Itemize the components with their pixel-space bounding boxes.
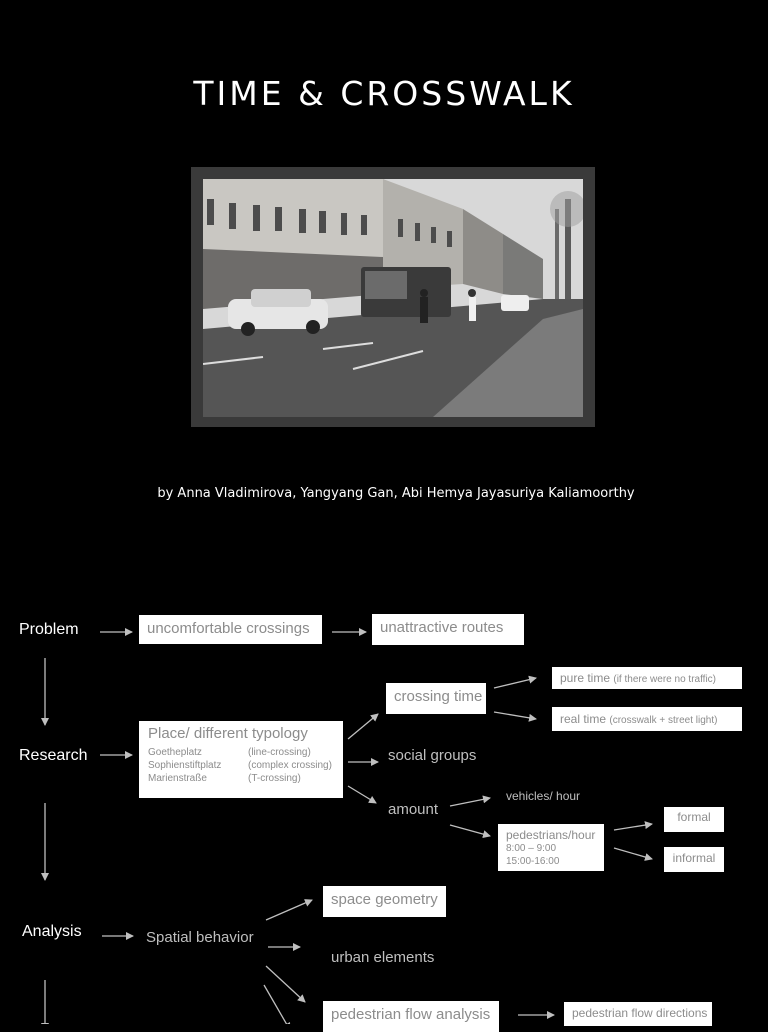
box-pedestrian-flow-directions: pedestrian flow directions xyxy=(564,1002,712,1026)
arrow-amount-pedestrians xyxy=(449,824,491,839)
typology-type: (T-crossing) xyxy=(248,773,301,784)
typology-place: Goetheplatz xyxy=(148,747,202,758)
typology-row: Sophienstiftplatz (complex crossing) xyxy=(148,759,334,772)
box-pedestrians-hour: pedestrians/hour 8:00 – 9:00 15:00-16:00 xyxy=(498,824,604,871)
box-pedestrian-flow-analysis: pedestrian flow analysis xyxy=(323,1001,499,1032)
page-title: TIME & CROSSWALK xyxy=(193,74,575,113)
arrow-spatial-down xyxy=(263,984,291,1024)
place-title: Place/ different typology xyxy=(148,725,308,742)
typology-row: Goetheplatz (line-crossing) xyxy=(148,746,334,759)
stage-problem: Problem xyxy=(19,621,79,638)
street-photo xyxy=(191,167,595,427)
box-informal: informal xyxy=(664,847,724,872)
arrow-crossing-pure xyxy=(493,675,537,689)
urban-elements-label: urban elements xyxy=(331,949,435,966)
arrow-place-amount xyxy=(347,785,377,804)
box-formal: formal xyxy=(664,807,724,832)
arrow-spatial-geometry xyxy=(265,899,313,921)
stage-research: Research xyxy=(19,747,88,764)
real-time-note: (crosswalk + street light) xyxy=(609,715,718,726)
arrow-pedestrians-formal xyxy=(613,821,653,831)
amount-label: amount xyxy=(388,801,439,818)
stage-analysis: Analysis xyxy=(22,923,82,940)
box-real-time: real time (crosswalk + street light) xyxy=(552,707,742,731)
typology-place: Sophienstiftplatz xyxy=(148,760,222,771)
social-groups-label: social groups xyxy=(388,747,477,764)
arrow-crossing-real xyxy=(493,711,537,722)
typology-place: Marienstraße xyxy=(148,773,207,784)
arrow-pedestrians-informal xyxy=(613,847,653,861)
box-uncomfortable-crossings: uncomfortable crossings xyxy=(139,615,322,644)
pure-time-note: (if there were no traffic) xyxy=(613,674,717,685)
arrow-place-crossing xyxy=(347,713,379,740)
arrow-amount-vehicles xyxy=(449,795,491,807)
box-space-geometry: space geometry xyxy=(323,886,446,917)
typology-type: (complex crossing) xyxy=(248,760,332,771)
real-time-label: real time xyxy=(560,712,607,726)
box-crossing-time: crossing time xyxy=(386,683,486,714)
street-photo-image xyxy=(203,179,583,417)
arrow-spatial-flow xyxy=(265,965,306,1003)
box-pure-time: pure time (if there were no traffic) xyxy=(552,667,742,689)
typology-row: Marienstraße (T-crossing) xyxy=(148,772,334,785)
vehicles-label: vehicles/ hour xyxy=(506,789,581,803)
pedestrians-time-1: 8:00 – 9:00 xyxy=(506,843,557,854)
pedestrians-label: pedestrians/hour xyxy=(506,828,596,842)
spatial-behavior-label: Spatial behavior xyxy=(146,929,254,946)
typology-type: (line-crossing) xyxy=(248,747,311,758)
pedestrians-time-2: 15:00-16:00 xyxy=(506,856,560,867)
box-place-typology: Place/ different typology Goetheplatz (l… xyxy=(139,721,343,798)
box-unattractive-routes: unattractive routes xyxy=(372,614,524,645)
pure-time-label: pure time xyxy=(560,671,611,685)
authors-line: by Anna Vladimirova, Yangyang Gan, Abi H… xyxy=(157,486,635,501)
